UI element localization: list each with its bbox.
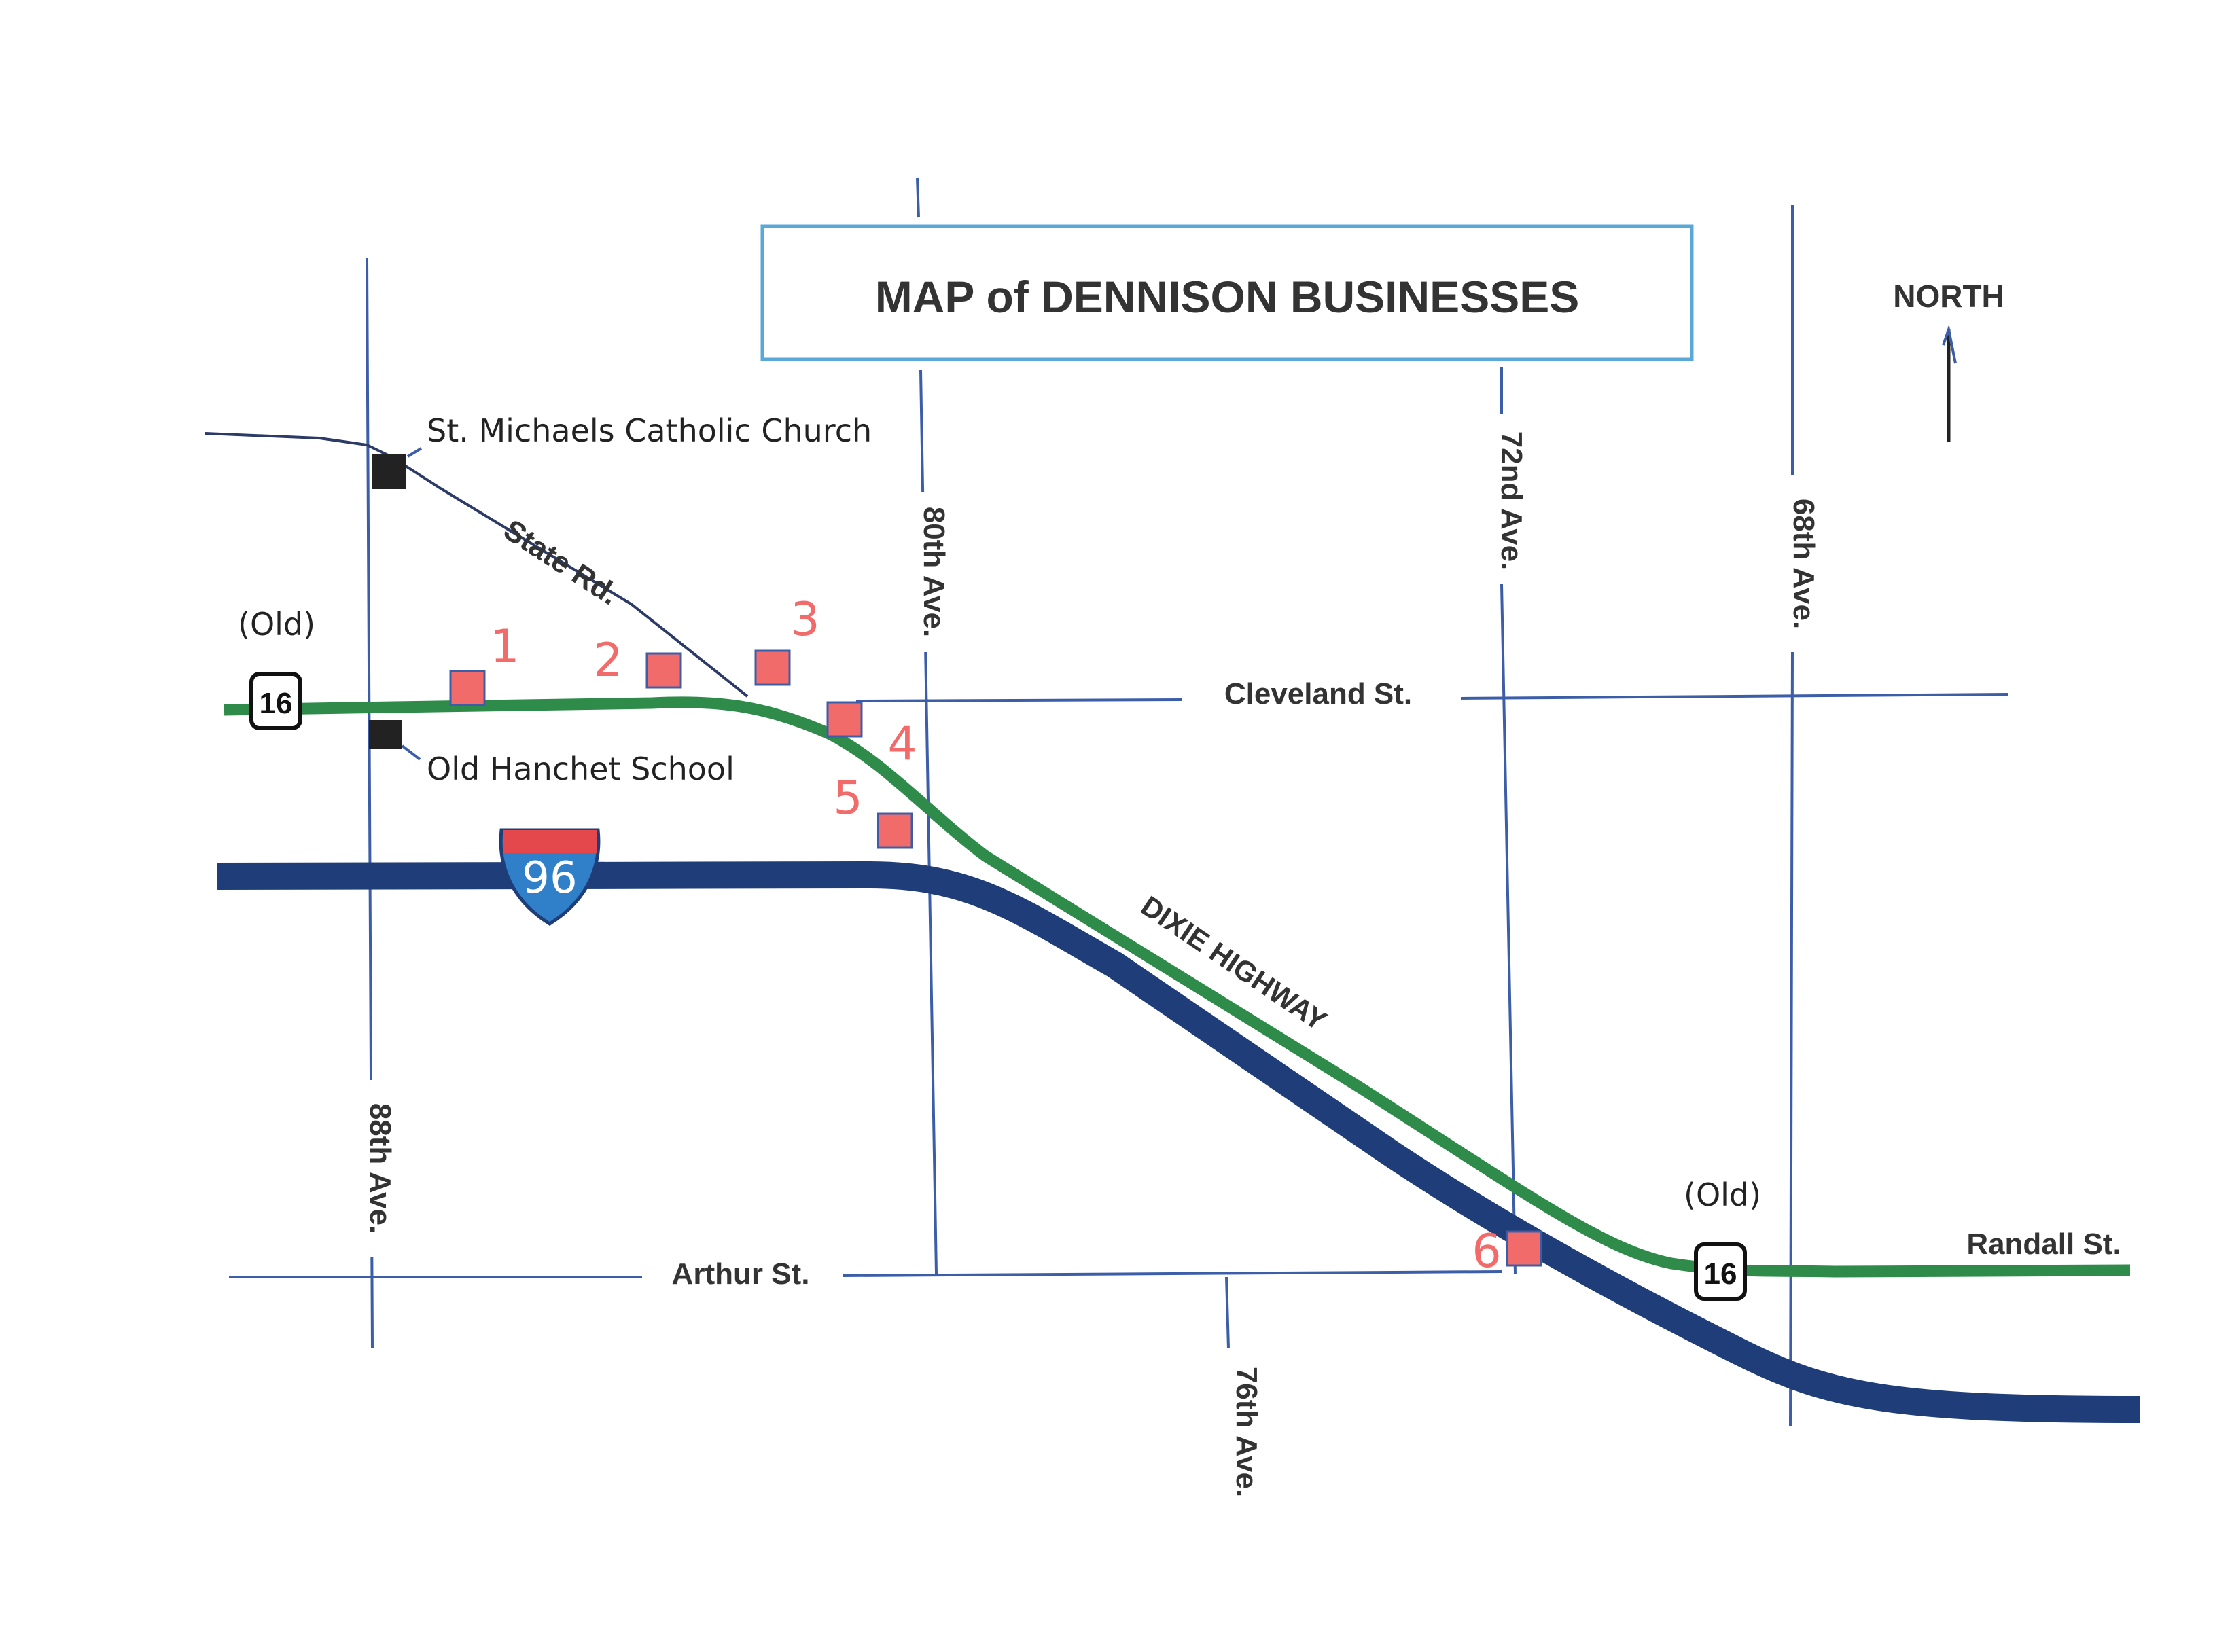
label-68th-ave: 68th Ave. [1787, 499, 1820, 629]
ave80-label-bg [904, 492, 944, 652]
business-label-6: 6 [1472, 1225, 1501, 1278]
road-80th-ave-top [916, 177, 920, 218]
label-88th-ave: 88th Ave. [364, 1103, 397, 1234]
road-72nd-ave [1500, 583, 1517, 1274]
arthur-label-bg [642, 1260, 839, 1298]
dixie-highway [224, 696, 2131, 1278]
school-label: Old Hanchet School [427, 751, 734, 787]
church-label: St. Michaels Catholic Church [427, 412, 872, 449]
school-pointer-icon [401, 744, 421, 761]
us16-shield-west-icon [249, 672, 302, 730]
business-label-5: 5 [833, 772, 862, 825]
cleveland-label-bg [1186, 678, 1461, 716]
business-label-1: 1 [490, 620, 519, 674]
road-cleveland-st-east [1460, 693, 2008, 700]
business-label-4: 4 [887, 717, 917, 771]
business-label-2: 2 [593, 634, 622, 687]
road-arthur-st-east [842, 1270, 1502, 1277]
label-arthur-st: Arthur St. [672, 1257, 810, 1291]
business-marker-4[interactable] [826, 701, 863, 738]
label-76th-ave: 76th Ave. [1230, 1367, 1263, 1497]
north-label: NORTH [1893, 279, 2004, 314]
label-cleveland-st: Cleveland St. [1224, 677, 1412, 711]
business-marker-2[interactable] [645, 652, 682, 689]
interstate-96 [217, 861, 2141, 1423]
north-arrow-head-icon [1942, 324, 1957, 364]
business-marker-5[interactable] [877, 812, 913, 849]
church-marker [372, 454, 406, 489]
old-label-east: (Old) [1684, 1177, 1761, 1213]
us16-shield-east-icon [1694, 1242, 1747, 1301]
business-marker-3[interactable] [754, 649, 791, 686]
label-randall-st: Randall St. [1966, 1227, 2121, 1261]
business-label-3: 3 [790, 593, 819, 647]
i96-number: 96 [522, 853, 577, 903]
i96-shield-icon [499, 828, 601, 926]
us16-number-west: 16 [260, 687, 293, 720]
ave88-label-bg [350, 1080, 391, 1257]
road-cleveland-st [855, 698, 1183, 702]
business-marker-1[interactable] [449, 670, 486, 706]
old-label-west: (Old) [238, 606, 315, 643]
school-marker [369, 720, 402, 749]
map-title: MAP of DENNISON BUSINESSES [875, 272, 1580, 322]
church-pointer-icon [406, 447, 423, 458]
label-80th-ave: 80th Ave. [917, 507, 951, 637]
business-marker-6[interactable] [1506, 1230, 1542, 1267]
label-state-rd: State Rd. [498, 513, 625, 611]
road-76th-ave [1225, 1276, 1230, 1349]
road-68th-ave-south [1789, 651, 1794, 1427]
us16-number-east: 16 [1704, 1257, 1737, 1291]
label-72nd-ave: 72nd Ave. [1495, 431, 1528, 571]
title-box [760, 224, 1694, 361]
